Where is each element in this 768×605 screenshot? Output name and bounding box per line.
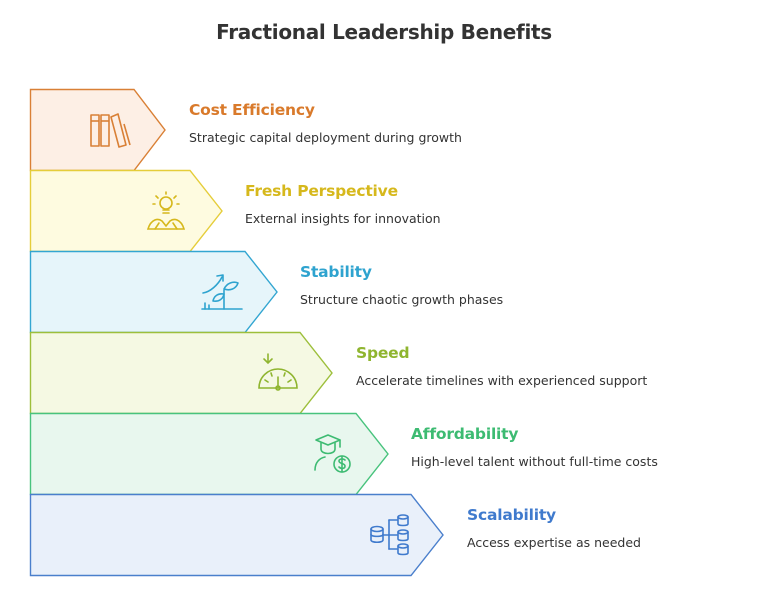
step-arrow-shape <box>29 412 389 496</box>
diagram-title: Fractional Leadership Benefits <box>216 20 552 44</box>
step-description: Access expertise as needed <box>467 535 641 550</box>
step-arrow-shape <box>29 493 444 577</box>
step-description: External insights for innovation <box>245 211 441 226</box>
step-stability <box>29 250 278 334</box>
step-description: High-level talent without full-time cost… <box>411 454 658 469</box>
step-fresh-perspective <box>29 169 223 253</box>
step-title: Stability <box>300 263 372 281</box>
sprout-growth-icon <box>201 274 243 310</box>
step-title: Affordability <box>411 425 519 443</box>
step-label-stability: Stability Structure chaotic growth phase… <box>300 262 503 308</box>
step-description: Strategic capital deployment during grow… <box>189 130 462 145</box>
step-label-cost-efficiency: Cost Efficiency Strategic capital deploy… <box>189 100 462 146</box>
step-label-fresh-perspective: Fresh Perspective External insights for … <box>245 181 441 227</box>
step-label-speed: Speed Accelerate timelines with experien… <box>356 343 647 389</box>
books-icon <box>90 113 131 148</box>
step-affordability <box>29 412 389 496</box>
step-arrow-shape <box>29 250 278 334</box>
lightbulb-icon <box>146 191 186 230</box>
speedometer-icon <box>258 353 298 391</box>
step-speed <box>29 331 333 415</box>
step-arrow-shape <box>29 169 223 253</box>
step-cost-efficiency <box>29 88 166 172</box>
step-description: Structure chaotic growth phases <box>300 292 504 307</box>
step-arrow-shape <box>29 88 166 172</box>
step-title: Scalability <box>467 506 556 524</box>
step-label-affordability: Affordability High-level talent without … <box>411 424 658 470</box>
step-description: Accelerate timelines with experienced su… <box>356 373 648 388</box>
step-title: Cost Efficiency <box>189 101 315 119</box>
step-label-scalability: Scalability Access expertise as needed <box>467 505 641 551</box>
step-title: Speed <box>356 344 410 362</box>
graduate-dollar-icon <box>314 434 351 473</box>
step-scalability <box>29 493 444 577</box>
step-title: Fresh Perspective <box>245 182 398 200</box>
database-scale-icon <box>370 514 409 556</box>
step-arrow-shape <box>29 331 333 415</box>
